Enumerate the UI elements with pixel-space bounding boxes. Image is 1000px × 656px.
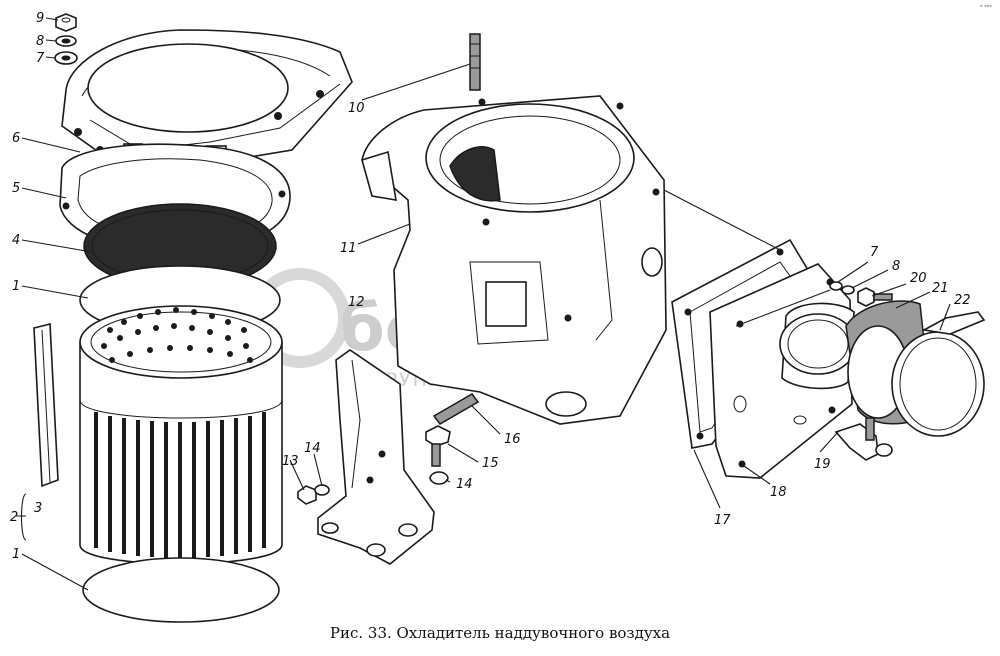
callout-20: 20: [910, 271, 927, 286]
callout-6: 6: [12, 131, 20, 146]
washer-14-left: [314, 484, 330, 496]
callout-15: 15: [482, 456, 499, 471]
strip-3: [33, 322, 59, 488]
callout-9: 9: [36, 11, 44, 26]
callout-8-left: 8: [36, 34, 44, 49]
bolt-15: [425, 425, 451, 467]
callout-14-left: 14: [304, 441, 321, 456]
bolt-right: [857, 287, 893, 307]
leader-lines: [16, 17, 951, 591]
callout-3: 3: [34, 501, 42, 516]
washer-8: [55, 35, 77, 47]
stud-10: [469, 33, 481, 91]
callout-7-right: 7: [870, 245, 879, 260]
stud-16: [432, 393, 480, 425]
callout-14-right: 14: [456, 477, 473, 492]
clamp-22: [891, 311, 986, 437]
corner-mark: ᵈ ᵉᵉᵉ: [980, 4, 992, 11]
callout-22: 22: [954, 293, 971, 308]
ring-20: [779, 302, 857, 390]
callout-13: 13: [282, 454, 299, 469]
callout-16: 16: [504, 432, 521, 447]
figure-caption: Рис. 33. Охладитель наддувочного воздуха: [329, 624, 671, 642]
callout-19: 19: [814, 457, 831, 472]
cooler-core-2: [79, 305, 283, 565]
callout-2: 2: [10, 510, 18, 525]
callout-17: 17: [714, 513, 731, 528]
callout-5: 5: [12, 181, 20, 196]
nut-13: [297, 485, 317, 505]
washer-14-right: [429, 471, 449, 485]
bracket-12: [317, 349, 435, 565]
callout-11: 11: [340, 241, 357, 256]
housing-11: [361, 95, 667, 425]
washer-8-right: [841, 285, 855, 295]
callouts: 9 8 7 6 5 4 1 2 3 1 10 11 12 13 14 14 15…: [10, 11, 971, 562]
callout-4: 4: [12, 233, 20, 248]
callout-7-left: 7: [36, 51, 45, 66]
washer-7-right: [829, 281, 843, 291]
callout-1-upper: 1: [12, 279, 20, 294]
callout-10: 10: [348, 101, 365, 116]
callout-18: 18: [770, 485, 787, 500]
washer-7: [54, 51, 78, 65]
seal-ring-1-lower: [82, 557, 280, 623]
callout-21: 21: [932, 281, 949, 296]
callout-8-right: 8: [892, 259, 900, 274]
nut-9: [55, 13, 77, 32]
drain-cock-19: [834, 417, 893, 461]
callout-12: 12: [348, 295, 365, 310]
callout-1-lower: 1: [12, 547, 20, 562]
